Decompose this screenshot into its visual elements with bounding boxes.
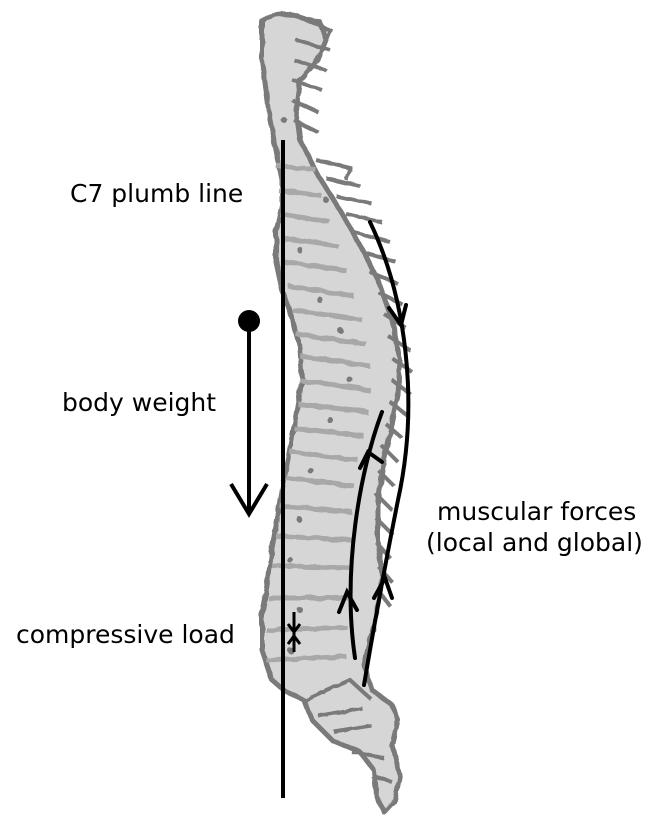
muscular-forces-label-line1: muscular forces	[437, 497, 636, 526]
compressive-load-label: compressive load	[16, 620, 235, 649]
muscular-forces-label-line2: (local and global)	[426, 528, 643, 557]
body-weight-arrow	[231, 310, 267, 514]
plumb-line-label: C7 plumb line	[70, 179, 243, 208]
body-weight-label: body weight	[62, 388, 216, 417]
